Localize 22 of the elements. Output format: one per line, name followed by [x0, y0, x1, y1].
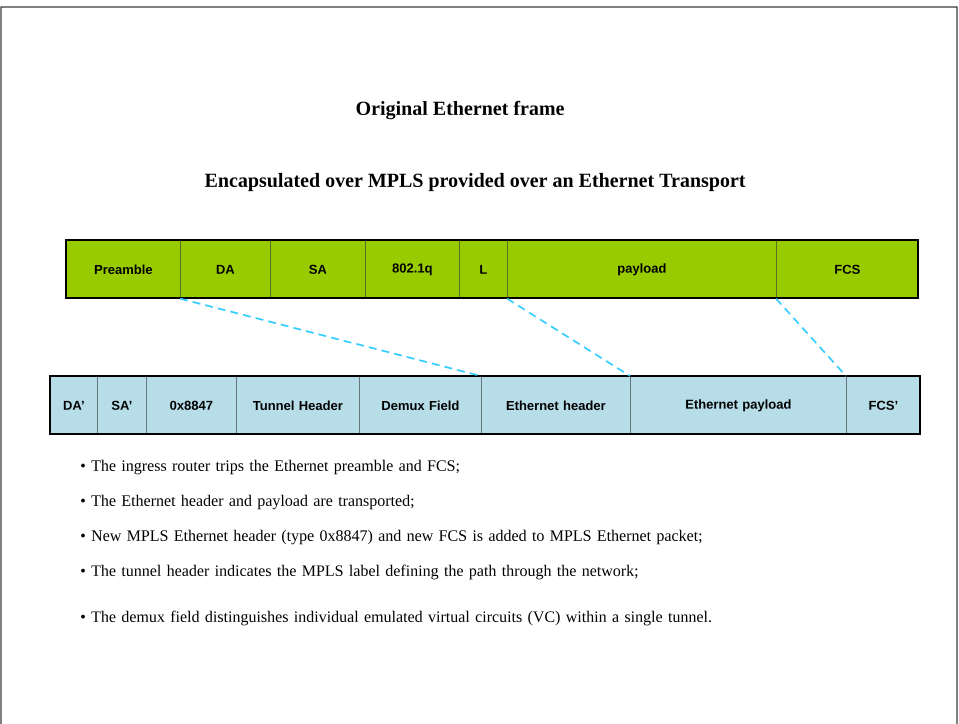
- bullet-text: • The tunnel header indicates the MPLS label defining the path through the network;: [81, 564, 638, 580]
- bullet-text: • New MPLS Ethernet header (type 0x8847) and new FCS is added to MPLS Ethernet packet;: [81, 530, 702, 544]
- frame-field-cell: Preamble: [66, 240, 181, 299]
- bullet-text: • The demux field distinguishes individual emulated virtual circuits (VC) within a single tunnel.: [81, 610, 711, 626]
- subtitle: Encapsulated over MPLS provided over an Ethernet Transport: [204, 172, 746, 192]
- packet-field-cell: Tunnel Header: [236, 376, 360, 435]
- title: Original Ethernet frame: [356, 100, 564, 120]
- frame-field-cell: SA: [270, 240, 366, 299]
- packet-field-cell: SA’: [97, 376, 147, 435]
- dashed-line: [506, 298, 630, 377]
- frame-field-cell: 802.1q: [365, 240, 460, 299]
- packet-field-cell: Demux Field: [359, 376, 482, 435]
- packet-field-cell: 0x8847: [146, 376, 237, 435]
- bullet-text: • The ingress router trips the Ethernet preamble and FCS;: [81, 460, 459, 474]
- packet-field-cell: DA’: [50, 376, 98, 435]
- dashed-line: [775, 298, 847, 377]
- packet-field-cell: Ethernet header: [481, 376, 631, 435]
- frame-field-cell: DA: [180, 240, 271, 299]
- packet-field-cell: FCS’: [846, 376, 921, 435]
- frame-field-cell: L: [459, 240, 508, 299]
- bullet-text: • The Ethernet header and payload are transported;: [81, 494, 414, 510]
- frame-field-cell: FCS: [776, 240, 919, 299]
